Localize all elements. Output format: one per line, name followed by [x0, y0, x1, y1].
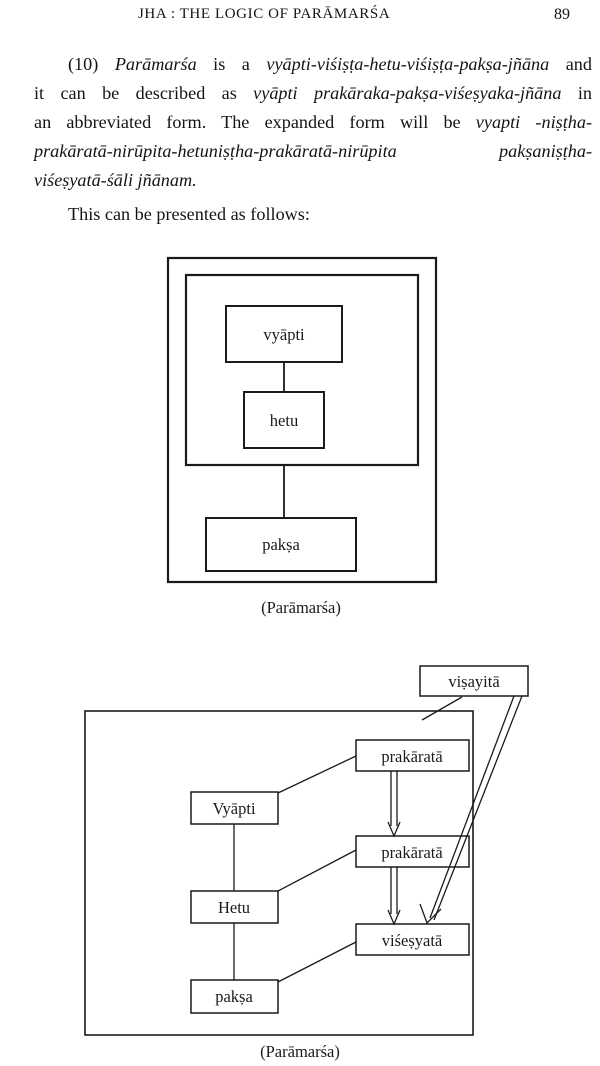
visayita-arrow-line-b — [433, 695, 523, 921]
vyapti-label-2: Vyāpti — [212, 799, 255, 818]
outer-box — [166, 256, 438, 584]
prakarata-mid-box — [355, 835, 470, 868]
running-header: JHA : THE LOGIC OF PARĀMARŚA 89 — [0, 6, 600, 30]
hetu-label-2: Hetu — [218, 898, 250, 917]
body-line-4: prakāratā-nirūpita-hetuniṣṭha-prakāratā-… — [34, 141, 592, 161]
inner-box — [184, 273, 420, 467]
visesyata-box — [355, 923, 470, 956]
visayita-label: viṣayitā — [448, 672, 500, 691]
visayita-box — [419, 665, 529, 697]
hetu-box — [243, 391, 325, 449]
body-paragraph: (10) Parāmarśa is a vyāpti-viśiṣṭa-hetu-… — [34, 50, 592, 195]
outer-frame — [84, 710, 474, 1036]
visayita-pointer-line — [421, 696, 463, 721]
paksa-box — [205, 517, 357, 572]
diagram-1-caption: (Parāmarśa) — [261, 598, 341, 617]
arrow-top-head — [387, 821, 401, 838]
vyapti-prakarata-link — [277, 755, 357, 794]
running-title: JHA : THE LOGIC OF PARĀMARŚA — [138, 6, 391, 22]
body-line-5: viśeṣyatā-śāli jñānam. — [34, 170, 197, 190]
diagram-2-caption: (Parāmarśa) — [260, 1042, 340, 1061]
visesyata-label: viśeṣyatā — [382, 931, 443, 950]
page-number: 89 — [554, 6, 570, 23]
follows-line: This can be presented as follows: — [68, 204, 310, 224]
hetu-prakarata-link — [277, 849, 357, 892]
diagram-1: vyāpti hetu pakṣa (Parāmarśa) — [166, 256, 438, 617]
body-line-2: it can be described as vyāpti prakāraka-… — [34, 83, 592, 103]
arrow-mid-head — [387, 909, 401, 926]
prakarata-mid-label: prakāratā — [381, 843, 443, 862]
prakarata-top-box — [355, 739, 470, 772]
paksa-label: pakṣa — [262, 535, 300, 554]
follows-paragraph: This can be presented as follows: — [34, 200, 592, 229]
vyapti-label: vyāpti — [263, 325, 305, 344]
diagram-2: viṣayitā prakāratā Vyāpti prakāratā Hetu… — [84, 665, 529, 1061]
prakarata-top-label: prakāratā — [381, 747, 443, 766]
body-line-1: (10) Parāmarśa is a vyāpti-viśiṣṭa-hetu-… — [68, 54, 592, 74]
paksa-visesyata-link — [277, 941, 357, 983]
visayita-arrow-line-a — [429, 695, 515, 919]
visayita-arrow-head — [419, 903, 442, 925]
body-line-3: an abbreviated form. The expanded form w… — [34, 112, 592, 132]
paksa-label-2: pakṣa — [215, 987, 253, 1006]
hetu-label: hetu — [270, 411, 298, 430]
